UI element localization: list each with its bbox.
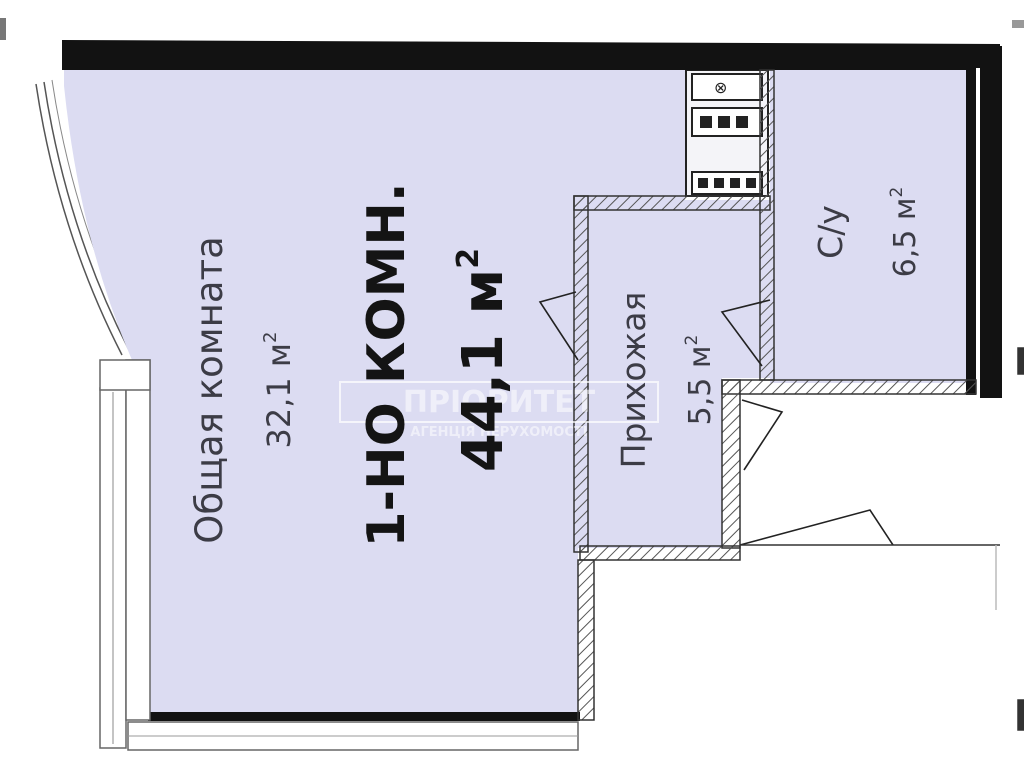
svg-text:32,1 м2: 32,1 м2	[260, 331, 298, 448]
corner-mark	[1012, 20, 1024, 28]
bath-name: С/у	[811, 205, 850, 259]
bath-area-sup: 2	[887, 187, 907, 198]
bath-area-label: 6,5 м2	[887, 187, 923, 278]
interior-walls	[573, 69, 977, 721]
left-window-wall	[99, 359, 579, 751]
bathroom-area	[770, 68, 973, 383]
agency-watermark: ПРІОРИТЕТ АГЕНЦІЯ НЕРУХОМОСТІ	[339, 381, 659, 440]
apartment-area-label: 44,1 м2	[451, 248, 516, 472]
living-room-area-value: 32,1 м	[260, 343, 298, 449]
hall-area	[578, 200, 770, 548]
corridor-outline	[740, 347, 1024, 731]
living-room-area-sup: 2	[260, 331, 281, 342]
hall-area-value: 5,5 м	[683, 345, 718, 425]
hall-area-label: 5,5 м2	[682, 335, 718, 426]
bay-window-outer	[35, 83, 123, 356]
watermark-tagline: АГЕНЦІЯ НЕРУХОМОСТІ	[410, 425, 587, 440]
apartment-type: 1-НО КОМН.	[357, 182, 417, 547]
svg-text:5,5 м2: 5,5 м2	[682, 335, 718, 426]
watermark-name: ПРІОРИТЕТ	[403, 385, 596, 420]
living-room-area-label: 32,1 м2	[260, 331, 298, 448]
living-room-label: Общая комната	[188, 236, 231, 543]
apartment-type-label: 1-НО КОМН.	[357, 182, 417, 547]
hall-area-sup: 2	[682, 335, 702, 346]
bath-label: С/у	[811, 205, 850, 259]
apartment-area-sup: 2	[451, 248, 486, 269]
svg-text:44,1 м2: 44,1 м2	[451, 248, 516, 472]
bay-window-inner	[43, 81, 131, 353]
hall-name: Прихожая	[614, 292, 653, 469]
exterior-walls	[62, 40, 1002, 721]
cooktop-mark: ⊗	[714, 78, 727, 97]
corner-mark	[0, 18, 6, 40]
kitchen-block: ⊗	[685, 69, 769, 197]
svg-text:6,5 м2: 6,5 м2	[887, 187, 923, 278]
living-room-area	[64, 68, 685, 716]
living-room-name: Общая комната	[188, 236, 231, 543]
hall-label: Прихожая	[614, 292, 653, 469]
bath-area-value: 6,5 м	[888, 197, 923, 277]
doors	[538, 291, 894, 546]
apartment-area-value: 44,1 м	[451, 269, 516, 472]
